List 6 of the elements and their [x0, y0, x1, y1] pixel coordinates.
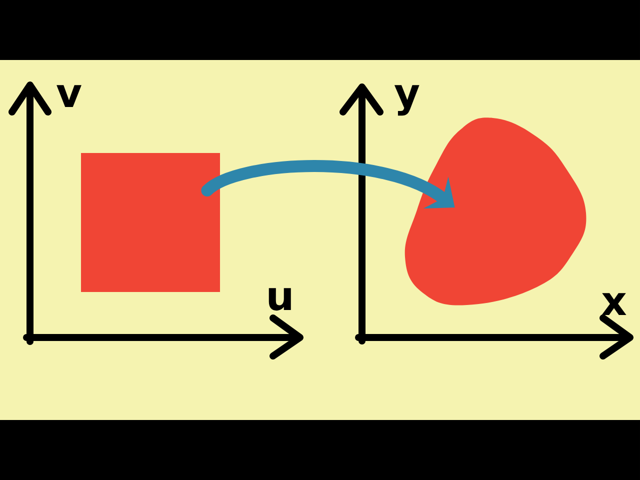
axis-label: y [394, 85, 420, 116]
axis-label: u [268, 288, 291, 311]
axis-label: v [56, 85, 82, 107]
square [81, 153, 220, 292]
blob [404, 118, 586, 306]
axis-label: x [602, 293, 626, 315]
